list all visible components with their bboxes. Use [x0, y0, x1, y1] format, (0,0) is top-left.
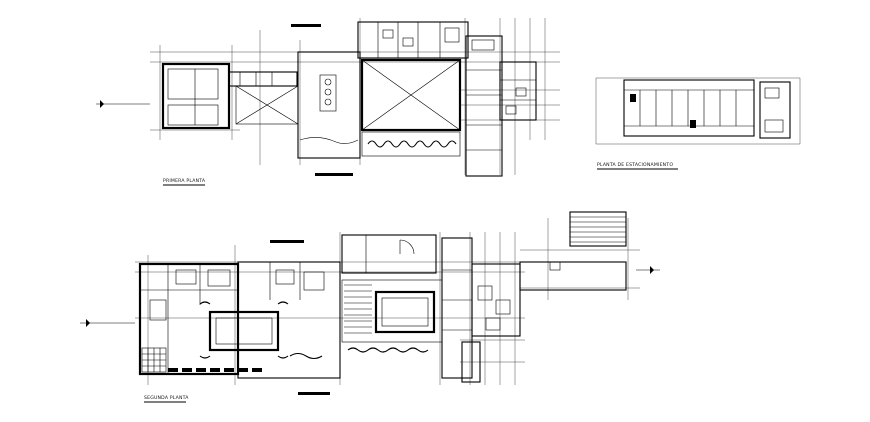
second-floor-court-a [208, 310, 280, 352]
second-floor-right-wing-a [441, 237, 473, 379]
connector-corridor [228, 71, 298, 87]
terrace-right [519, 261, 627, 291]
stair-block [569, 211, 627, 247]
first-floor-upper-rooms [357, 21, 469, 59]
first-floor-right-wing [465, 35, 503, 177]
first-floor-garden-strip [361, 131, 461, 157]
left-block-walls [161, 62, 231, 130]
first-floor-label: PRIMERA PLANTA [163, 178, 206, 184]
second-floor-hatch [344, 284, 372, 334]
parking-label: PLANTA DE ESTACIONAMIENTO [597, 162, 673, 168]
parking-service-block [759, 81, 791, 139]
parking-stalls [639, 90, 737, 126]
checker-floor [141, 347, 167, 373]
second-floor-label: SEGUNDA PLANTA [144, 395, 189, 401]
section-marker-second [270, 240, 304, 243]
parking-deck [623, 79, 755, 137]
section-marker-first [315, 173, 353, 176]
first-floor-hall [297, 51, 361, 159]
second-floor-left-wing [138, 262, 240, 376]
second-floor-grid [135, 218, 640, 385]
second-floor-middle-hall [237, 261, 341, 379]
first-floor-grid [150, 18, 560, 175]
first-floor-plan: PRIMERA PLANTA [96, 18, 560, 186]
second-floor-plan: SEGUNDA PLANTA [80, 211, 660, 403]
north-arrow-icon [100, 100, 104, 108]
second-floor-right-wing-b [471, 263, 521, 337]
second-floor-court-b [374, 290, 436, 334]
first-floor-central-court [360, 58, 462, 132]
north-arrow-icon-second [86, 319, 90, 327]
second-floor-upper-rooms [341, 234, 437, 274]
parking-plan: PLANTA DE ESTACIONAMIENTO [595, 77, 801, 170]
